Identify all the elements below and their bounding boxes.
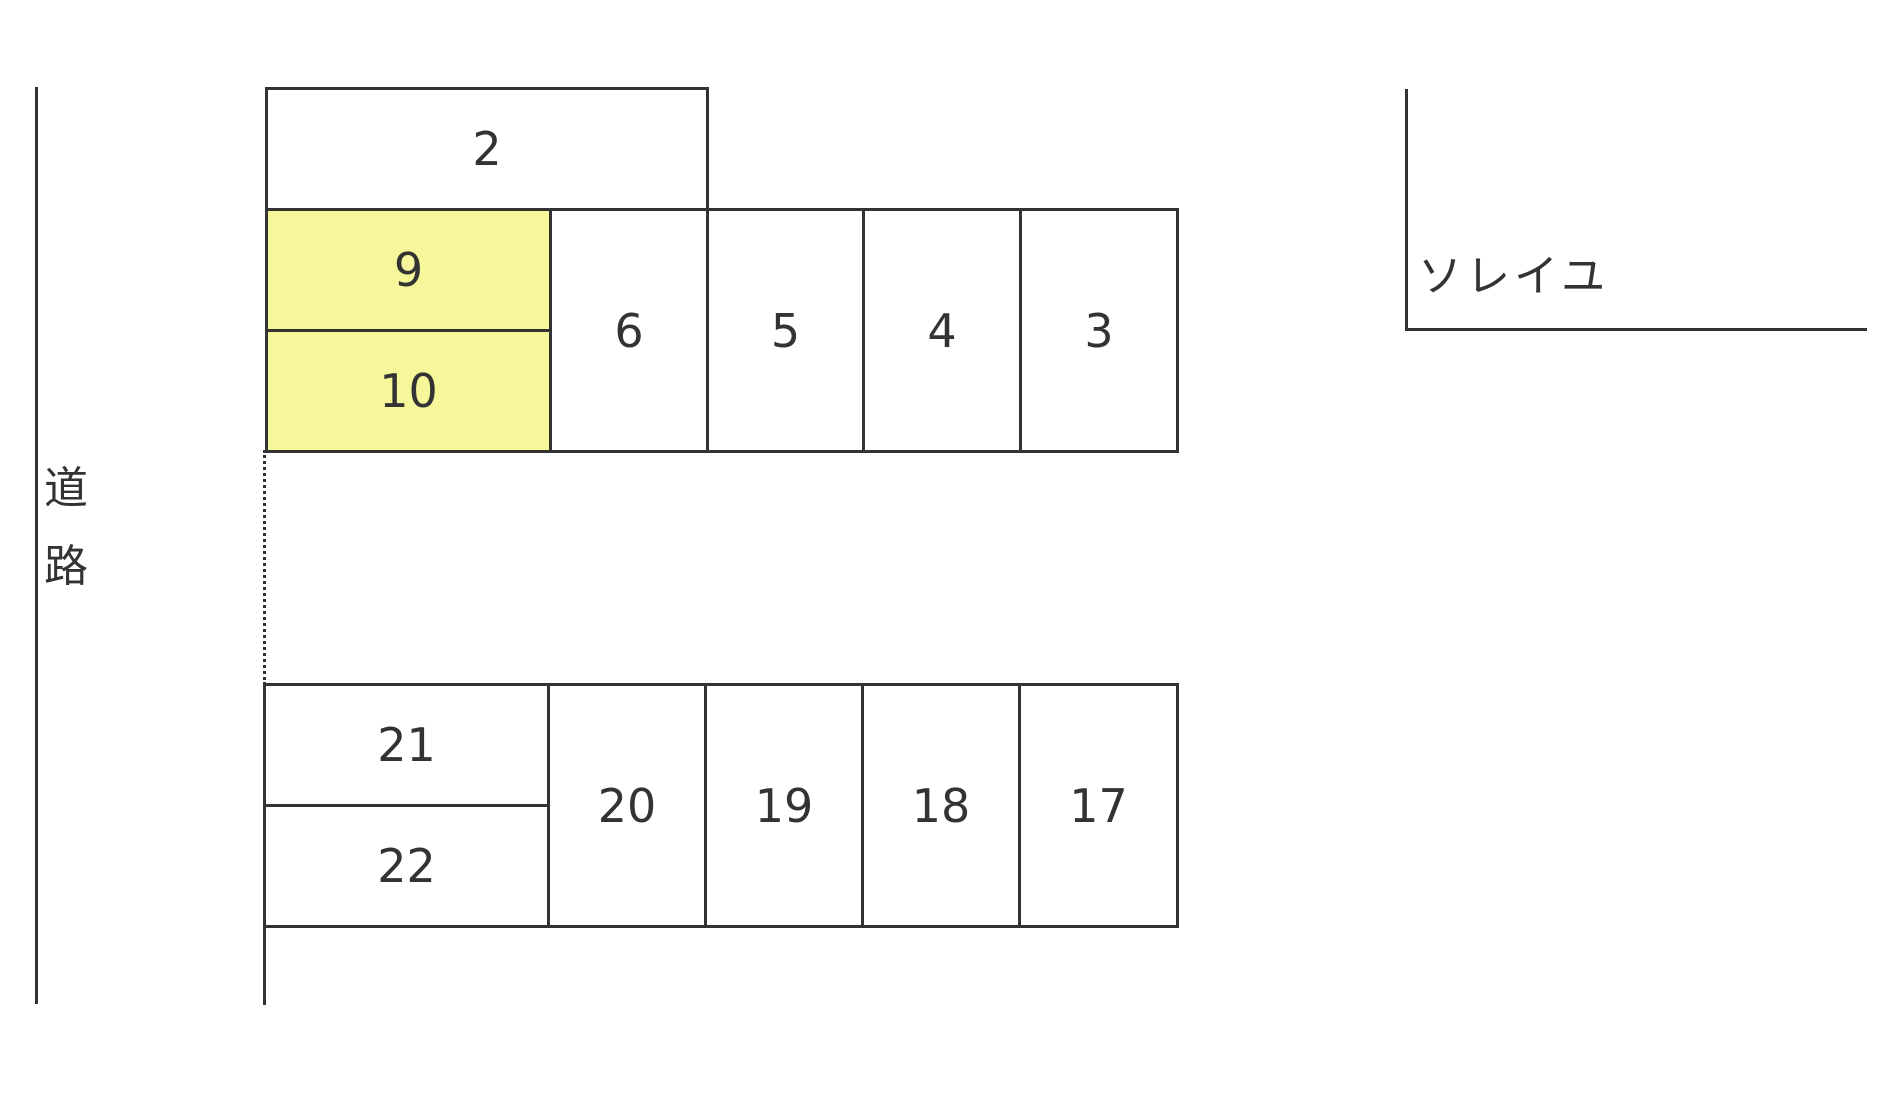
- building-vertical-line: [1405, 89, 1408, 331]
- road-label-char-1: 道: [44, 463, 88, 514]
- parking-slot-21[interactable]: 21: [263, 683, 550, 807]
- slot-number: 18: [911, 778, 971, 833]
- parking-slot-6[interactable]: 6: [549, 208, 709, 453]
- road-label-char-2: 路: [44, 541, 88, 592]
- slot-number: 5: [770, 303, 801, 358]
- building-horizontal-line: [1405, 328, 1867, 331]
- slot-number: 21: [377, 718, 436, 772]
- slot-number: 19: [754, 778, 814, 833]
- parking-slot-3[interactable]: 3: [1019, 208, 1179, 453]
- slot-number: 6: [614, 303, 644, 358]
- road-label: 道 路: [36, 450, 96, 606]
- parking-slot-9[interactable]: 9: [265, 208, 552, 332]
- parking-slot-10[interactable]: 10: [265, 329, 552, 453]
- slot-number: 17: [1069, 778, 1128, 833]
- slot-number: 4: [927, 303, 957, 358]
- parking-slot-19[interactable]: 19: [704, 683, 864, 928]
- parking-slot-18[interactable]: 18: [861, 683, 1021, 928]
- slot-number: 3: [1084, 303, 1114, 358]
- parking-slot-20[interactable]: 20: [547, 683, 707, 928]
- slot-number: 22: [377, 839, 436, 893]
- lot-left-boundary-line: [263, 925, 266, 1005]
- road-boundary-line: [35, 87, 38, 1004]
- parking-slot-4[interactable]: 4: [862, 208, 1022, 453]
- building-label: ソレイユ: [1418, 251, 1610, 302]
- slot-number: 9: [393, 243, 424, 297]
- lot-entrance-dotted-line: [263, 450, 266, 685]
- slot-number: 10: [379, 364, 438, 418]
- slot-number: 20: [597, 778, 657, 833]
- slot-number: 2: [472, 122, 502, 176]
- parking-slot-22[interactable]: 22: [263, 804, 550, 928]
- parking-slot-5[interactable]: 5: [706, 208, 865, 453]
- parking-slot-17[interactable]: 17: [1018, 683, 1179, 928]
- parking-slot-2[interactable]: 2: [265, 87, 709, 211]
